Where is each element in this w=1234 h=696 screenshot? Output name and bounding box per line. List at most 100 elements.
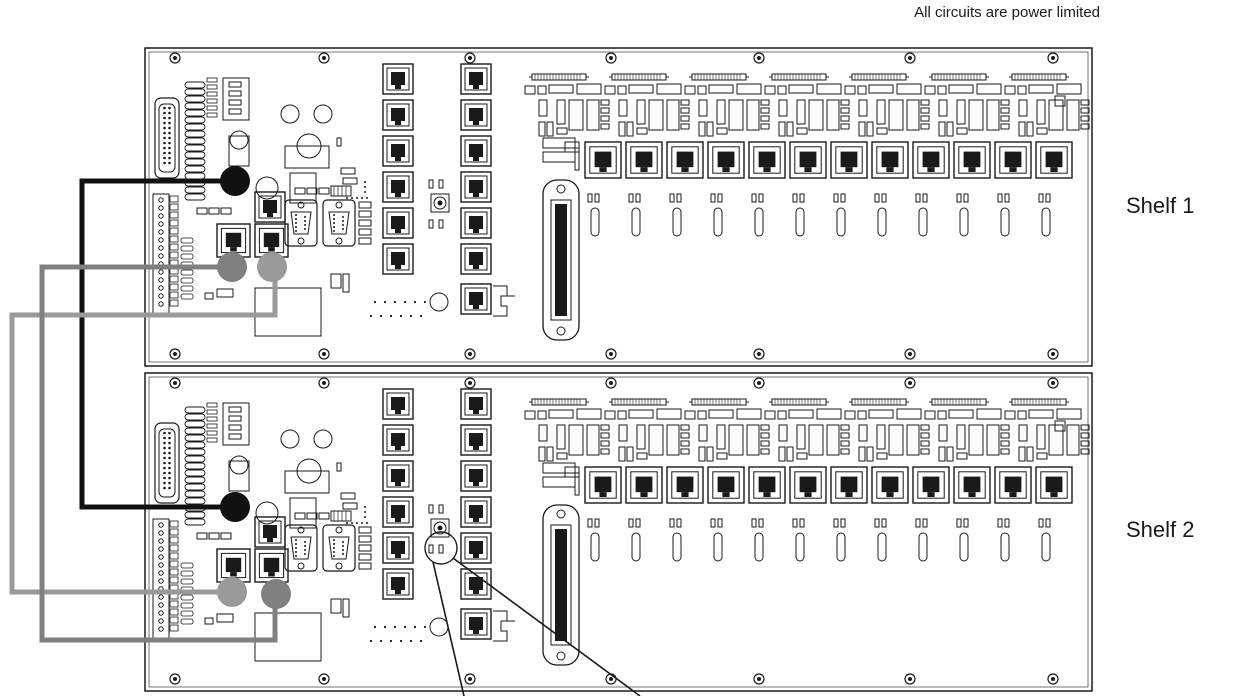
gray-cable-b xyxy=(39,264,278,643)
cable-plug-icon xyxy=(261,579,291,609)
rj45-jack-icon xyxy=(912,466,950,504)
component-icon xyxy=(618,121,634,137)
component-icon xyxy=(858,121,874,137)
rj45-jack-icon xyxy=(254,516,286,548)
rj45-jack-icon xyxy=(460,608,492,640)
rj45-jack-icon xyxy=(382,568,414,600)
edge-connector-icon xyxy=(542,179,580,341)
component-icon xyxy=(858,446,874,462)
component-icon xyxy=(1018,121,1034,137)
screw-icon xyxy=(1047,673,1059,685)
rj45-jack-icon xyxy=(460,388,492,420)
rj45-jack-icon xyxy=(216,223,251,258)
screw-icon xyxy=(318,348,330,360)
rj45-jack-icon xyxy=(254,548,289,583)
db9-serial-port-icon xyxy=(284,524,318,572)
screw-icon xyxy=(464,52,476,64)
resistor-icon xyxy=(689,398,749,406)
rj45-jack-icon xyxy=(707,466,745,504)
callout-line xyxy=(432,561,465,696)
rj45-jack-icon xyxy=(460,207,492,239)
db9-serial-port-icon xyxy=(322,199,356,247)
rj45-jack-icon xyxy=(460,496,492,528)
interconnect-cables xyxy=(9,166,641,696)
rj45-jack-icon xyxy=(871,141,909,179)
component-icon xyxy=(1018,446,1034,462)
component-icon xyxy=(698,121,714,137)
component-icon xyxy=(938,121,954,137)
screw-icon xyxy=(169,348,181,360)
callout-circle xyxy=(424,531,458,565)
cable-plug-icon xyxy=(220,492,250,522)
screw-icon xyxy=(464,377,476,389)
db9-serial-port-icon xyxy=(284,199,318,247)
component-icon xyxy=(538,121,554,137)
component-icon xyxy=(618,446,634,462)
rj45-jack-icon xyxy=(460,283,492,315)
screw-icon xyxy=(464,348,476,360)
component-icon xyxy=(778,446,794,462)
rj45-jack-icon xyxy=(625,141,663,179)
resistor-icon xyxy=(529,73,589,81)
rj45-jack-icon xyxy=(953,466,991,504)
rj45-jack-icon xyxy=(460,243,492,275)
component-icon xyxy=(778,121,794,137)
rj45-jack-icon xyxy=(460,135,492,167)
resistor-icon xyxy=(929,398,989,406)
resistor-icon xyxy=(849,73,909,81)
screw-icon xyxy=(169,377,181,389)
rj45-jack-icon xyxy=(830,141,868,179)
resistor-icon xyxy=(529,398,589,406)
resistor-icon xyxy=(849,398,909,406)
rj45-jack-icon xyxy=(460,171,492,203)
screw-icon xyxy=(318,52,330,64)
rj45-jack-icon xyxy=(666,141,704,179)
rj45-jack-icon xyxy=(382,171,414,203)
screw-icon xyxy=(605,377,617,389)
rj45-jack-icon xyxy=(707,141,745,179)
screw-icon xyxy=(904,377,916,389)
resistor-icon xyxy=(609,73,669,81)
shelf-2-label: Shelf 2 xyxy=(1126,517,1195,542)
rj45-jack-icon xyxy=(1035,466,1073,504)
rj45-jack-icon xyxy=(625,466,663,504)
rj45-jack-icon xyxy=(460,568,492,600)
gray-cable-a xyxy=(9,268,278,595)
db25-connector-icon xyxy=(154,97,180,179)
rj45-jack-icon xyxy=(789,466,827,504)
rj45-jack-icon xyxy=(382,207,414,239)
rj45-jack-icon xyxy=(789,141,827,179)
screw-icon xyxy=(753,377,765,389)
callout-line xyxy=(452,557,641,696)
cable-plug-icon xyxy=(220,166,250,196)
screw-icon xyxy=(904,52,916,64)
rj45-jack-icon xyxy=(382,99,414,131)
shelf-2-board xyxy=(144,372,1093,692)
screw-icon xyxy=(904,673,916,685)
screw-icon xyxy=(1047,377,1059,389)
shelf-1-board xyxy=(144,47,1093,367)
screw-icon xyxy=(605,348,617,360)
rj45-jack-icon xyxy=(912,141,950,179)
rj45-jack-icon xyxy=(460,532,492,564)
screw-icon xyxy=(318,377,330,389)
screw-icon xyxy=(1047,52,1059,64)
resistor-icon xyxy=(1009,73,1069,81)
cable-plug-icon xyxy=(217,252,247,282)
rj45-jack-icon xyxy=(382,135,414,167)
rj45-jack-icon xyxy=(871,466,909,504)
rj45-jack-icon xyxy=(216,548,251,583)
screw-icon xyxy=(753,52,765,64)
component-icon xyxy=(938,446,954,462)
rotary-switch-icon xyxy=(430,518,450,538)
rj45-jack-icon xyxy=(382,460,414,492)
screw-icon xyxy=(904,348,916,360)
rj45-jack-icon xyxy=(382,388,414,420)
rj45-jack-icon xyxy=(1035,141,1073,179)
db9-serial-port-icon xyxy=(322,524,356,572)
rj45-jack-icon xyxy=(748,141,786,179)
power-limited-note: All circuits are power limited xyxy=(914,4,1100,21)
rj45-jack-icon xyxy=(994,141,1032,179)
screw-icon xyxy=(753,673,765,685)
